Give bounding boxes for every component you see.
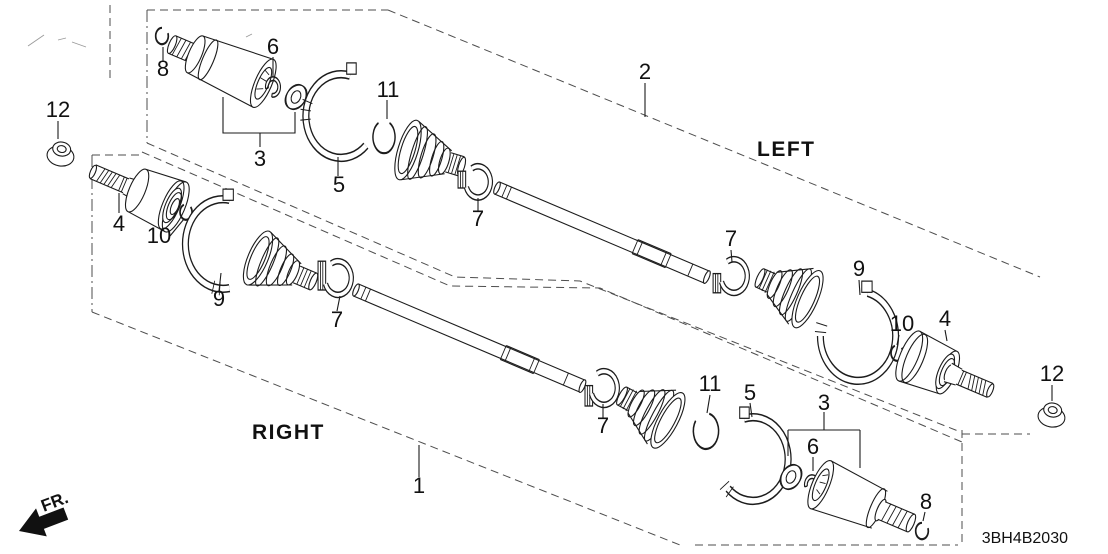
right-spindle-nut-12-part (46, 141, 75, 167)
callout-left-stopper-ring-11: 11 (377, 77, 400, 102)
diagonal-boundary-lower-top (141, 151, 963, 443)
callout-right-stopper-ring-11: 11 (699, 371, 722, 396)
callout-right-spindle-nut-12: 12 (46, 97, 70, 122)
left-boot-band-5-part (300, 62, 369, 163)
callout-labels: 8 6 3 5 11 7 2 7 9 10 4 12 12 4 10 9 7 1… (46, 34, 1064, 514)
group-boundaries (27, 5, 1041, 546)
right-outboard-joint-4-part (88, 164, 190, 233)
right-inner-joint-3-part (807, 460, 917, 533)
callout-right-boot-band-9: 9 (213, 286, 225, 311)
diagonal-boundary-upper-top (387, 9, 1041, 278)
callout-left-boot-band-9: 9 (853, 256, 865, 281)
right-snap-ring-8-part (914, 521, 930, 541)
callout-left-outboard-joint-4: 4 (939, 306, 951, 331)
callout-right-snap-ring-8: 8 (920, 489, 932, 514)
left-half-shaft-part (493, 181, 711, 284)
leader-left-3-bracket (222, 97, 296, 147)
callout-left-clamp-7-inner: 7 (472, 206, 484, 231)
right-snap-ring-10-part (179, 203, 193, 221)
right-clamp-7-outer-part (317, 257, 354, 299)
callout-right-boot-band-5: 5 (744, 380, 756, 405)
right-axle-assembly (46, 141, 930, 541)
leader-left-9 (858, 279, 861, 296)
right-boot-band-5-part (719, 406, 792, 506)
leader-left-7-outer (730, 249, 733, 263)
right-outer-boot-part (242, 230, 319, 291)
callout-left-boot-band-5: 5 (333, 172, 345, 197)
right-group-label: RIGHT (252, 421, 325, 444)
left-group-label: LEFT (757, 138, 816, 161)
left-inner-boot-part (394, 119, 467, 181)
left-outer-boot-part (754, 267, 824, 329)
leader-right-3-bracket (787, 412, 861, 468)
left-snap-ring-8-part (154, 26, 170, 46)
callout-right-clamp-7-outer: 7 (331, 307, 343, 332)
left-axle-assembly (154, 26, 1066, 428)
leader-right-7-outer (336, 295, 341, 312)
front-direction-indicator: FR. (19, 488, 71, 537)
callout-right-circlip-6: 6 (807, 434, 819, 459)
left-clamp-7-inner-part (457, 163, 493, 201)
front-arrow-icon (19, 507, 69, 537)
callout-right-clamp-7-inner: 7 (597, 413, 609, 438)
diagonal-boundary-lower-bottom (91, 311, 681, 546)
leader-left-4 (944, 329, 948, 342)
callout-left-snap-ring-10: 10 (890, 311, 914, 336)
leader-right-10 (169, 218, 185, 237)
right-clamp-7-inner-part (584, 367, 620, 409)
diagonal-boundary-upper-bottom (146, 142, 959, 432)
right-boot-band-9-part (181, 188, 234, 296)
left-circlip-6-part (264, 76, 282, 98)
right-half-shaft-part (352, 283, 587, 393)
callout-left-assembly-2: 2 (639, 59, 651, 84)
callout-right-assembly-1: 1 (413, 473, 425, 498)
left-spindle-nut-12-part (1037, 402, 1066, 428)
callout-left-spindle-nut-12: 12 (1040, 361, 1064, 386)
leader-right-11 (706, 394, 711, 414)
callout-leaders (57, 47, 1053, 522)
left-stopper-ring-11-part (372, 121, 396, 155)
scan-specks (27, 33, 253, 48)
callout-left-clamp-7-outer: 7 (725, 226, 737, 251)
callout-right-snap-ring-10: 10 (147, 223, 171, 248)
leader-right-9 (218, 272, 222, 292)
front-direction-label: FR. (38, 488, 70, 516)
callout-left-inner-joint-3: 3 (254, 146, 266, 171)
left-inner-joint-3-part (166, 35, 277, 108)
left-outboard-joint-4-part (895, 330, 995, 398)
leader-right-5 (749, 402, 753, 418)
right-spider-nut-part (779, 463, 803, 491)
left-spider-nut-part (284, 83, 308, 111)
right-stopper-ring-11-part (692, 412, 720, 450)
callout-right-inner-joint-3: 3 (818, 390, 830, 415)
left-clamp-7-outer-part (712, 255, 750, 297)
callout-right-outboard-joint-4: 4 (113, 211, 125, 236)
leader-right-8 (922, 511, 926, 522)
callout-left-circlip-6: 6 (267, 34, 279, 59)
callout-left-snap-ring-8: 8 (157, 56, 169, 81)
right-inner-boot-part (616, 386, 686, 449)
left-boot-band-9-part (814, 280, 900, 385)
diagram-code: 3BH4B2030 (982, 530, 1068, 547)
leader-left-10 (896, 334, 900, 346)
